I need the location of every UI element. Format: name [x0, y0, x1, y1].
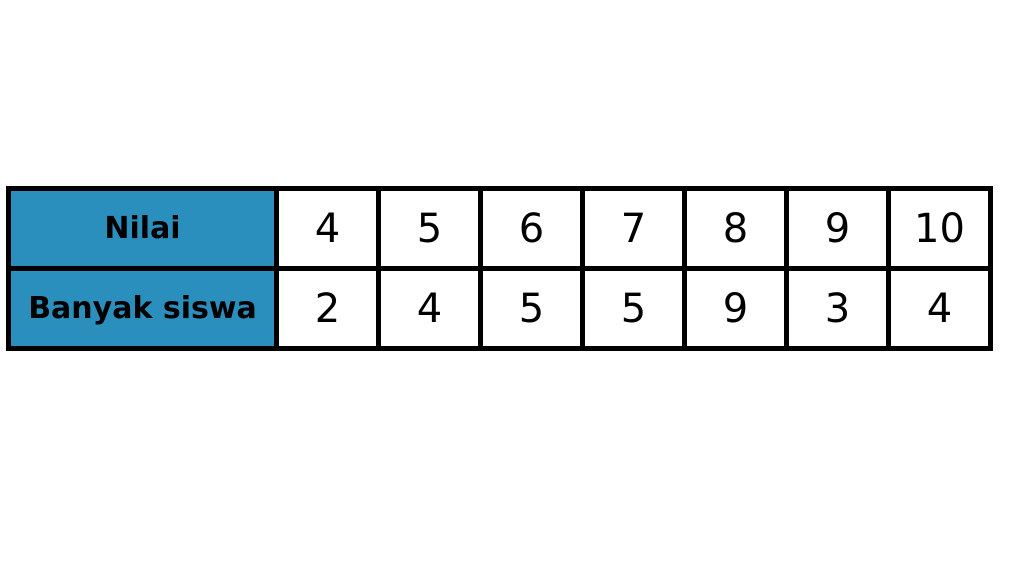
banyak-siswa-cell: 4	[886, 266, 993, 351]
banyak-siswa-cell: 4	[376, 266, 483, 351]
nilai-cell: 6	[478, 186, 585, 271]
nilai-cell: 8	[682, 186, 789, 271]
nilai-cell: 9	[784, 186, 891, 271]
nilai-cell: 7	[580, 186, 687, 271]
banyak-siswa-cell: 9	[682, 266, 789, 351]
header-cell-nilai: Nilai	[6, 186, 279, 271]
header-cell-banyak-siswa: Banyak siswa	[6, 266, 279, 351]
banyak-siswa-cell: 3	[784, 266, 891, 351]
row-nilai: Nilai 4 5 6 7 8 9 10	[6, 186, 993, 271]
banyak-siswa-cell: 5	[580, 266, 687, 351]
nilai-cell: 5	[376, 186, 483, 271]
nilai-cell: 4	[274, 186, 381, 271]
banyak-siswa-cell: 5	[478, 266, 585, 351]
banyak-siswa-cell: 2	[274, 266, 381, 351]
row-banyak-siswa: Banyak siswa 2 4 5 5 9 3 4	[6, 266, 993, 351]
frequency-table: Nilai 4 5 6 7 8 9 10 Banyak siswa 2 4 5 …	[6, 186, 993, 351]
nilai-cell: 10	[886, 186, 993, 271]
